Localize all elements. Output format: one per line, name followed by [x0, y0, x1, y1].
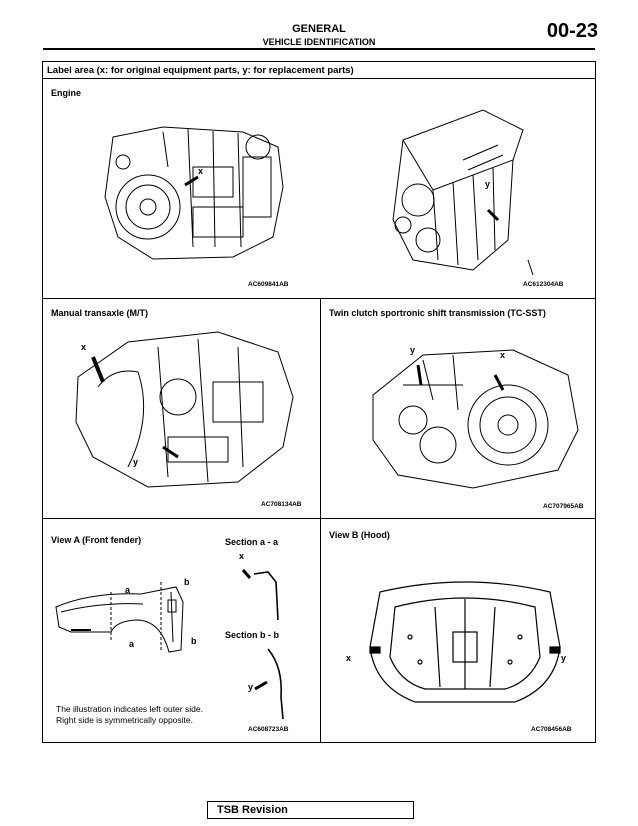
manual-transaxle-label: Manual transaxle (M/T) [51, 308, 149, 318]
engine-left-illustration [104, 126, 284, 260]
view-a-label: View A (Front fender) [51, 535, 142, 545]
tcsst-illustration [372, 349, 579, 489]
fender-mark-a-bottom: a [129, 639, 135, 649]
tsb-revision-box: TSB Revision [207, 801, 414, 819]
manual-mark-x: x [81, 342, 87, 352]
view-a-note: The illustration indicates left outer si… [56, 704, 203, 726]
tcsst-label: Twin clutch sportronic shift transmissio… [329, 308, 546, 318]
tcsst-mark-x: x [500, 350, 506, 360]
fender-mark-b-top: b [184, 577, 190, 587]
view-b-label: View B (Hood) [329, 530, 390, 540]
tcsst-code: AC707965AB [543, 503, 584, 510]
row-divider-2 [43, 518, 595, 519]
header-rule [43, 48, 595, 50]
section-b-mark-y: y [248, 682, 254, 692]
engine-left-code: AC609841AB [248, 281, 289, 288]
engine-label: Engine [51, 88, 82, 98]
view-a-note-line-1: The illustration indicates left outer si… [56, 704, 203, 714]
tcsst-mark-y: y [410, 345, 416, 355]
label-area-table: Label area (x: for original equipment pa… [42, 61, 596, 743]
subsection-title: VEHICLE IDENTIFICATION [262, 37, 376, 47]
section-title: GENERAL [292, 23, 346, 35]
table-title: Label area (x: for original equipment pa… [47, 65, 354, 76]
page-number: 00-23 [546, 20, 598, 42]
section-b-label: Section b - b [225, 630, 279, 640]
manual-transaxle-illustration [75, 331, 294, 488]
section-a-profile [241, 569, 279, 621]
section-a-mark-x: x [239, 551, 245, 561]
view-a-code: AC608723AB [248, 726, 289, 733]
engine-mark-x: x [198, 166, 204, 176]
engine-right-code: AC612304AB [523, 281, 564, 288]
title-divider [43, 78, 595, 79]
row-divider-1 [43, 298, 595, 299]
view-b-code: AC708456AB [531, 726, 572, 733]
fender-mark-a-top: a [125, 585, 131, 595]
section-b-profile [254, 648, 284, 720]
hood-illustration [369, 581, 561, 703]
manual-mark-y: y [133, 457, 139, 467]
section-a-label: Section a - a [225, 537, 279, 547]
manual-transaxle-code: AC708134AB [261, 501, 302, 508]
front-fender-illustration [55, 582, 184, 653]
hood-mark-x: x [346, 653, 352, 663]
hood-mark-y: y [561, 653, 567, 663]
engine-right-illustration [392, 109, 534, 276]
engine-mark-y: y [485, 179, 491, 189]
column-divider [320, 298, 321, 743]
fender-mark-b-bottom: b [191, 636, 197, 646]
view-a-note-line-2: Right side is symmetrically opposite. [56, 715, 193, 725]
